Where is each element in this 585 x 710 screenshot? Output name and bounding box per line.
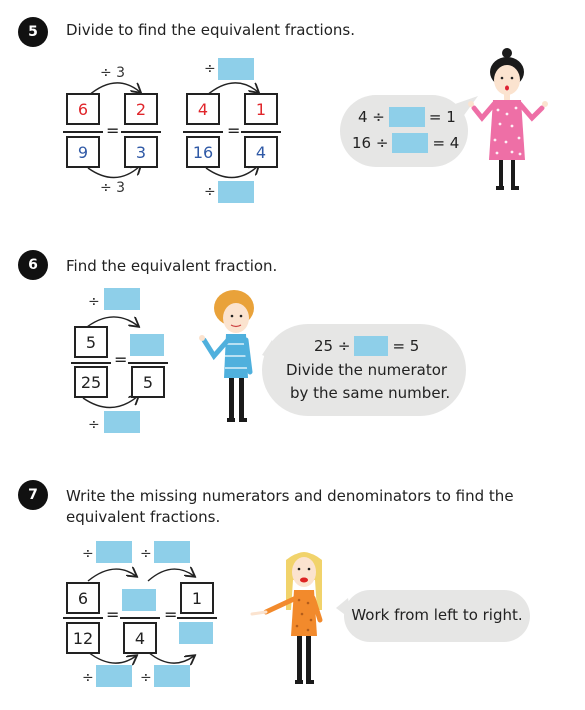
q5-right-equals: = <box>227 121 241 140</box>
question-number-7: 7 <box>18 480 48 510</box>
q5-left-fraction-bar-1 <box>63 131 103 133</box>
question-5-instruction: Divide to find the equivalent fractions. <box>66 21 355 39</box>
q6-fraction-bar-2 <box>128 362 168 364</box>
q6-denominator-1: 25 <box>74 366 108 398</box>
q7-top-operation-1: ÷ <box>82 546 94 562</box>
question-7-instruction-line2: equivalent fractions. <box>66 508 221 526</box>
q7-fraction-bar-1 <box>63 617 103 619</box>
q7-speech-bubble: Work from left to right. <box>344 590 530 642</box>
q5-speech-bubble: 4 ÷ = 1 16 ÷ = 4 <box>340 95 468 167</box>
q6-bottom-operation: ÷ <box>88 417 100 433</box>
q5-right-top-operation: ÷ <box>204 61 216 77</box>
q6-bubble-line1-post: = 5 <box>392 337 420 355</box>
q7-denominator-2: 4 <box>123 622 157 654</box>
q5-right-denominator-1: 16 <box>186 136 220 168</box>
q6-bubble-blank[interactable] <box>354 336 389 356</box>
q7-numerator-2-blank[interactable] <box>122 589 156 611</box>
q6-bubble-line2: Divide the numerator <box>286 361 448 379</box>
q7-bottom-divisor-blank-1[interactable] <box>96 665 132 687</box>
q7-top-operation-2: ÷ <box>140 546 152 562</box>
q6-numerator-1: 5 <box>74 326 108 358</box>
q7-fraction-bar-2 <box>120 617 160 619</box>
q7-bottom-divisor-blank-2[interactable] <box>154 665 190 687</box>
q5-left-numerator-1: 6 <box>66 93 100 125</box>
q6-numerator-2-blank[interactable] <box>130 334 164 356</box>
q5-bubble-line2-post: = 4 <box>432 134 460 152</box>
q5-left-bottom-operation: ÷ 3 <box>100 180 126 196</box>
q7-denominator-1: 12 <box>66 622 100 654</box>
q5-right-fraction-bar-1 <box>183 131 223 133</box>
q5-left-denominator-2: 3 <box>124 136 158 168</box>
q7-bottom-operation-1: ÷ <box>82 670 94 686</box>
q5-right-numerator-1: 4 <box>186 93 220 125</box>
q6-bubble-line1-pre: 25 ÷ <box>314 337 351 355</box>
q5-right-denominator-2: 4 <box>244 136 278 168</box>
q6-speech-bubble: 25 ÷ = 5 Divide the numerator by the sam… <box>262 324 466 416</box>
q6-bottom-divisor-blank[interactable] <box>104 411 140 433</box>
q5-left-fraction-bar-2 <box>121 131 161 133</box>
q7-top-divisor-blank-1[interactable] <box>96 541 132 563</box>
question-7-instruction-line1: Write the missing numerators and denomin… <box>66 487 514 505</box>
q5-bubble-line1-pre: 4 ÷ <box>358 108 385 126</box>
q6-denominator-2: 5 <box>131 366 165 398</box>
q5-right-numerator-2: 1 <box>244 93 278 125</box>
q5-right-bottom-operation: ÷ <box>204 184 216 200</box>
q5-bubble-blank-2[interactable] <box>392 133 429 153</box>
q5-left-numerator-2: 2 <box>124 93 158 125</box>
q7-top-divisor-blank-2[interactable] <box>154 541 190 563</box>
q7-bubble-text: Work from left to right. <box>351 606 523 624</box>
q5-left-denominator-1: 9 <box>66 136 100 168</box>
question-number-6: 6 <box>18 250 48 280</box>
q5-right-bottom-divisor-blank[interactable] <box>218 181 254 203</box>
q5-bubble-line1-post: = 1 <box>428 108 456 126</box>
q6-equals: = <box>114 350 128 369</box>
q7-equals-1: = <box>106 605 120 624</box>
q7-numerator-3: 1 <box>180 582 214 614</box>
question-6-instruction: Find the equivalent fraction. <box>66 257 278 275</box>
q6-bubble-line3: by the same number. <box>290 384 451 402</box>
q7-fraction-bar-3 <box>177 617 217 619</box>
q7-denominator-3-blank[interactable] <box>179 622 213 644</box>
question-number-5: 5 <box>18 17 48 47</box>
q6-top-operation: ÷ <box>88 294 100 310</box>
q5-bubble-line2-pre: 16 ÷ <box>352 134 389 152</box>
q6-top-divisor-blank[interactable] <box>104 288 140 310</box>
q7-numerator-1: 6 <box>66 582 100 614</box>
q5-bubble-blank-1[interactable] <box>388 107 425 127</box>
q5-right-fraction-bar-2 <box>241 131 281 133</box>
q7-equals-2: = <box>164 605 178 624</box>
q5-left-equals: = <box>106 121 120 140</box>
q7-bottom-operation-2: ÷ <box>140 670 152 686</box>
q6-fraction-bar-1 <box>71 362 111 364</box>
q5-left-top-operation: ÷ 3 <box>100 65 126 81</box>
q5-right-top-divisor-blank[interactable] <box>218 58 254 80</box>
